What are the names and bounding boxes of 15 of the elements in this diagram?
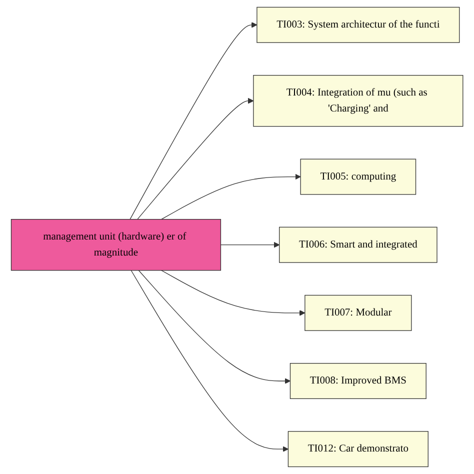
arrow [220,242,280,248]
node-box: TI007: Modular [304,294,412,331]
node-box: TI006: Smart and integrated [278,226,438,263]
node-box: TI004: Integration of mu (such as 'Charging' and [253,74,464,127]
node-box: TI003: System architectur of the functi [256,6,460,43]
node-box: management unit (hardware) er of magnitude [10,219,221,271]
node-box: TI008: Improved BMS [290,363,426,399]
arrow [137,98,254,220]
node-box: TI005: computing [300,158,416,195]
node-box: TI012: Car demonstrato [288,431,428,468]
arrow [130,270,288,452]
arrow [130,22,258,220]
arrow [138,270,290,384]
arrow [160,270,306,316]
arrow [160,174,301,220]
